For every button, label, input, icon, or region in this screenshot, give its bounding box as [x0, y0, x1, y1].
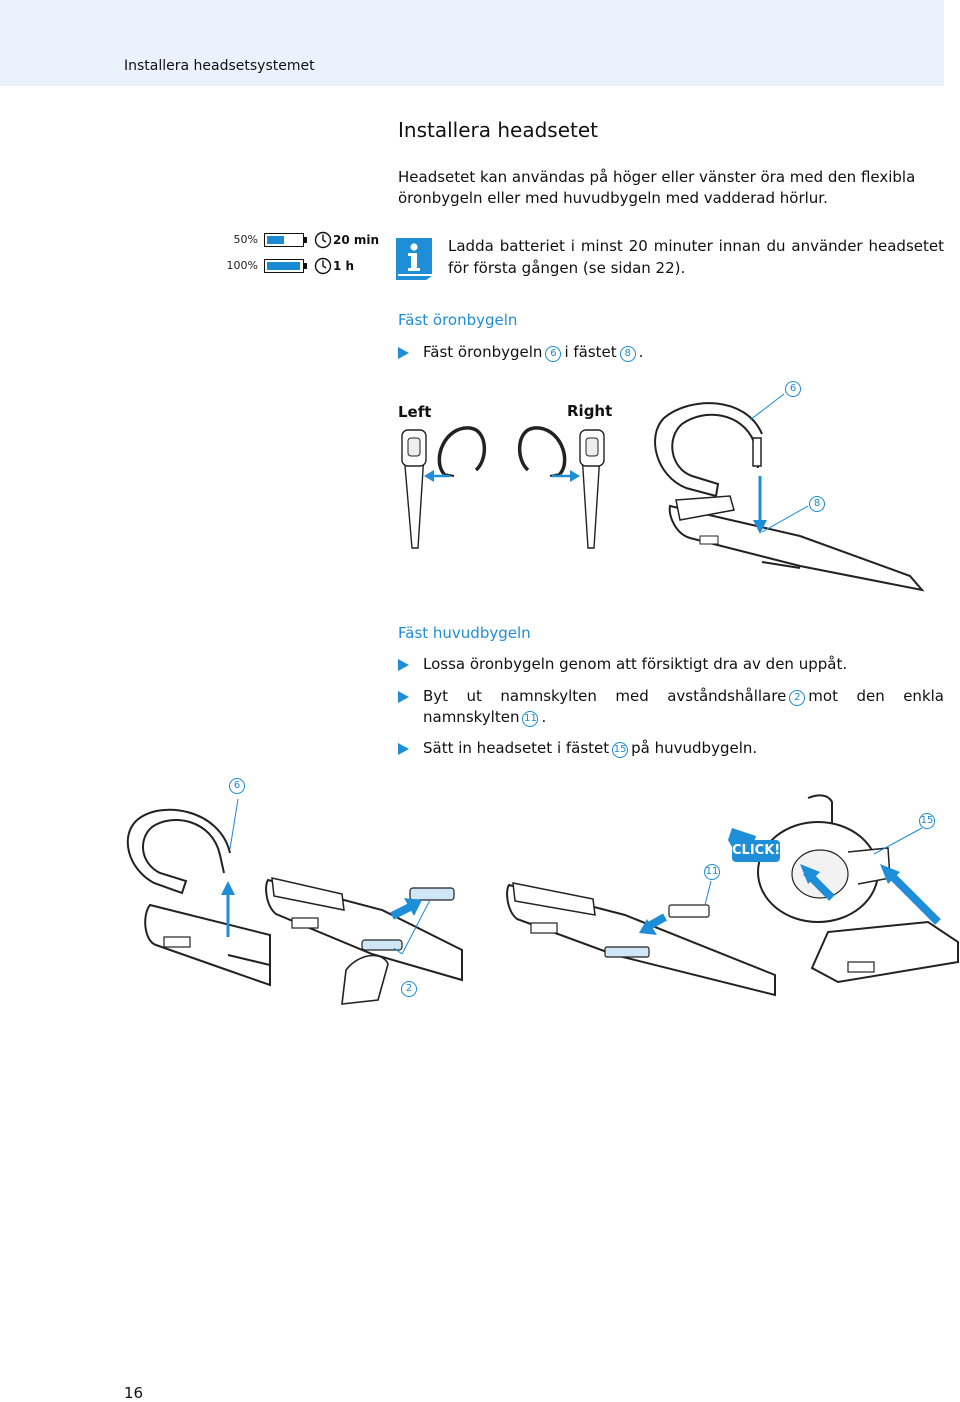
callout-ref: 6 — [545, 346, 562, 362]
page-number: 16 — [124, 1384, 144, 1402]
section-title-headband: Fäst huvudbygeln — [398, 624, 531, 642]
step-text: i fästet — [564, 343, 617, 361]
battery-row-50: 50% 20 min — [222, 231, 382, 251]
header-bar — [0, 0, 944, 86]
bullet-triangle-icon — [398, 659, 409, 671]
battery-indicator: 50% 20 min 100% 1 h — [222, 231, 382, 279]
battery-time: 1 h — [333, 259, 355, 273]
battery-tip — [304, 263, 307, 269]
nameplate-swap-illustration — [265, 877, 463, 1005]
callout-6: 6 — [229, 778, 245, 794]
arrow-icon — [800, 864, 820, 884]
callout-ref: 8 — [619, 346, 636, 362]
callout-ref: 11 — [522, 711, 539, 727]
earhook-removal-illustration — [126, 798, 271, 987]
step-text: Fäst öronbygeln — [423, 343, 543, 361]
callout-11: 11 — [704, 864, 720, 880]
headband-mount-illustration — [728, 794, 959, 984]
info-icon — [396, 238, 432, 280]
battery-percent: 50% — [233, 233, 258, 246]
arrow-icon — [639, 919, 657, 935]
info-note: Ladda batteriet i minst 20 minuter innan… — [448, 237, 944, 277]
arrow-icon — [390, 902, 414, 920]
battery-percent: 100% — [226, 259, 258, 272]
clock-icon — [314, 257, 332, 275]
step-text: Byt ut namnskylten med avståndshållare — [423, 687, 787, 705]
page-title: Installera headsetet — [398, 118, 598, 142]
callout-8: 8 — [809, 496, 825, 512]
simple-nameplate-illustration — [506, 880, 776, 997]
step-text: . — [638, 343, 644, 361]
step-text: Sätt in headsetet i fästet — [423, 739, 610, 757]
headset-right-illustration — [518, 426, 605, 549]
bullet-triangle-icon — [398, 347, 409, 359]
running-header: Installera headsetsystemet — [124, 58, 315, 74]
clock-icon — [314, 231, 332, 249]
headset-earhook-illustration — [654, 393, 925, 592]
intro-paragraph: Headsetet kan användas på höger eller vä… — [398, 168, 916, 207]
battery-fill — [267, 236, 284, 244]
step-text: på huvudbygeln. — [631, 739, 758, 757]
arrow-icon — [404, 898, 422, 916]
arrow-icon — [885, 869, 941, 925]
callout-15: 15 — [919, 813, 935, 829]
callout-ref: 2 — [789, 690, 806, 706]
battery-fill — [267, 262, 300, 270]
arrow-icon — [753, 520, 767, 534]
step-text: . — [541, 708, 547, 726]
step-headband-1: Lossa öronbygeln genom att försiktigt dr… — [398, 654, 944, 675]
step-text: Lossa öronbygeln genom att försiktigt dr… — [423, 655, 848, 673]
arrow-icon — [570, 470, 580, 482]
callout-ref: 15 — [612, 742, 629, 758]
arrow-icon — [424, 470, 434, 482]
battery-row-100: 100% 1 h — [222, 257, 382, 277]
battery-tip — [304, 237, 307, 243]
battery-icon — [264, 233, 304, 247]
arrow-icon — [880, 864, 900, 884]
battery-icon — [264, 259, 304, 273]
headset-left-illustration — [401, 426, 486, 549]
battery-time: 20 min — [333, 233, 380, 247]
bullet-triangle-icon — [398, 743, 409, 755]
callout-2: 2 — [401, 981, 417, 997]
click-label: CLICK! — [732, 840, 780, 862]
label-right: Right — [567, 402, 613, 420]
step-text: mot den enkla namnskylten — [423, 687, 944, 726]
label-left: Left — [398, 403, 432, 421]
callout-6: 6 — [785, 381, 801, 397]
bullet-triangle-icon — [398, 691, 409, 703]
arrow-icon — [221, 881, 235, 895]
section-title-earhook: Fäst öronbygeln — [398, 311, 518, 329]
